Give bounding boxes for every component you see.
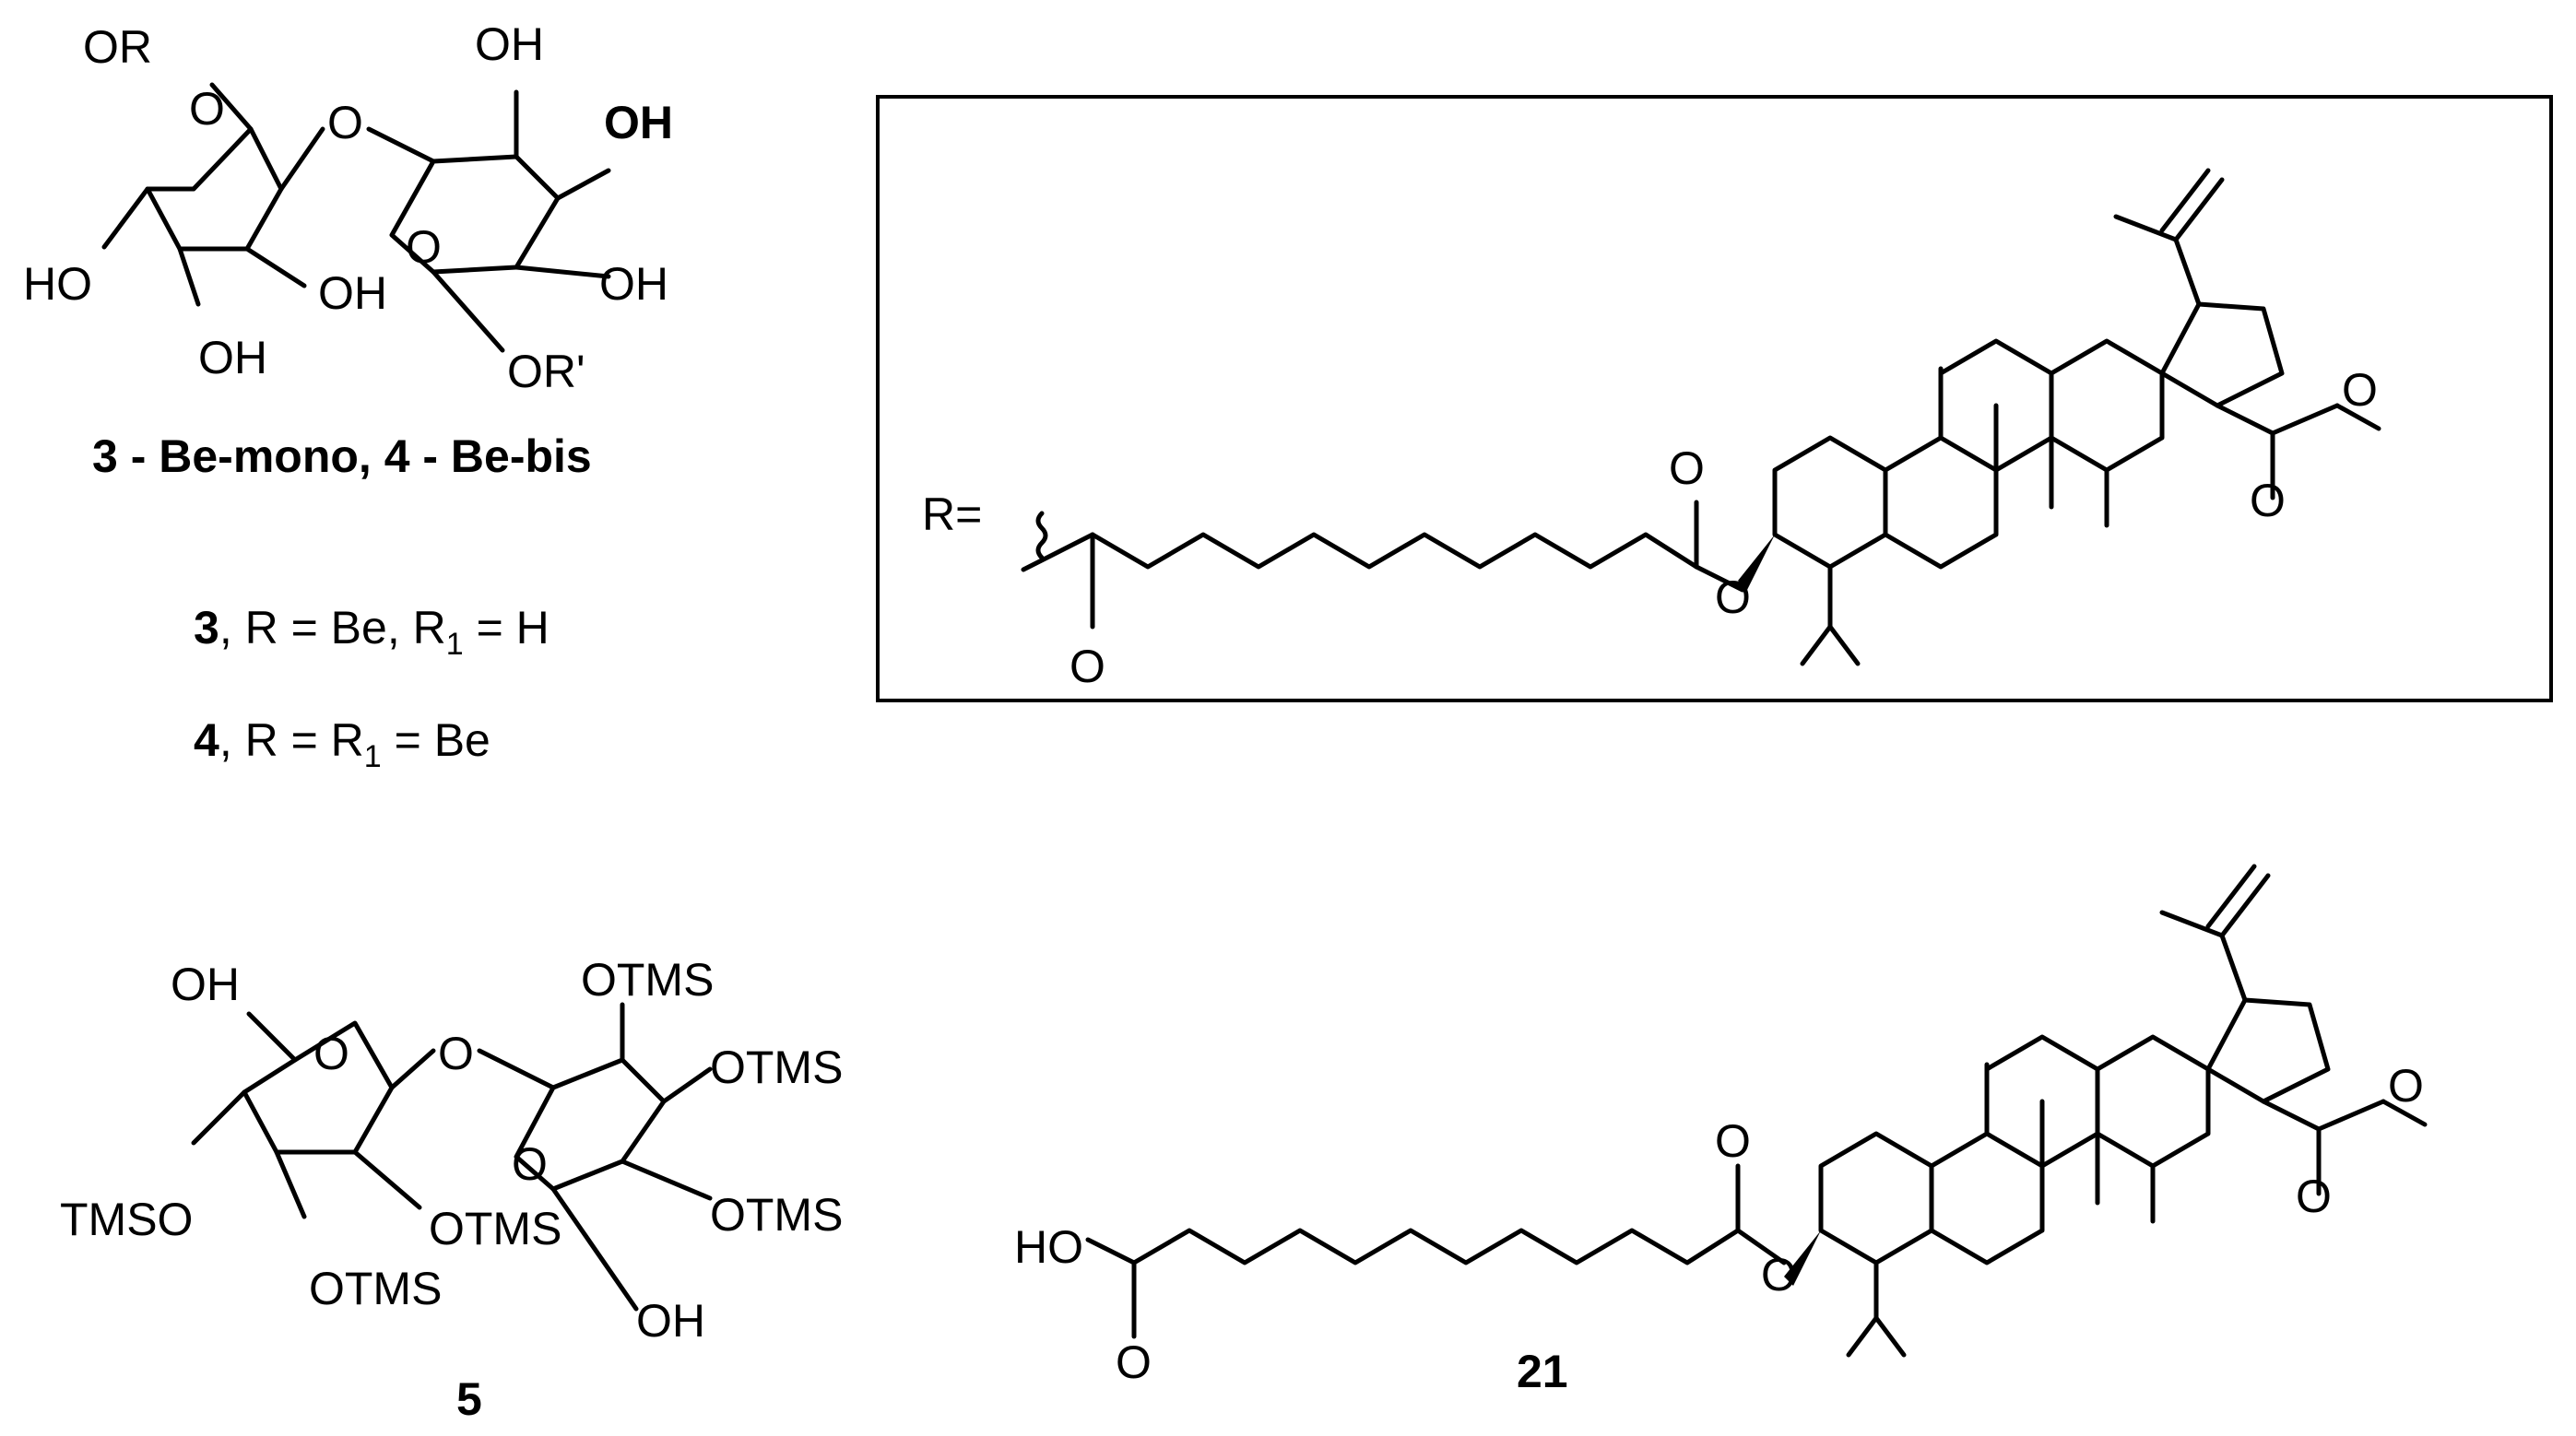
atom-label: TMSO: [60, 1194, 193, 1245]
atom-label: O: [327, 97, 363, 148]
atom-label: OTMS: [429, 1203, 561, 1254]
structure-compound-21: HO O O O O O: [1014, 864, 2428, 1388]
atom-label: O: [1069, 641, 1105, 692]
atom-label: OH: [599, 258, 668, 310]
atom-label: OTMS: [309, 1263, 442, 1314]
atom-label: OTMS: [710, 1042, 843, 1093]
compound-21-caption: 21: [1517, 1346, 1568, 1397]
atom-label: OTMS: [581, 954, 714, 1006]
definition-line-4: 4, R = R1 = Be: [194, 714, 490, 774]
atom-label: OH: [318, 267, 387, 319]
structure-disaccharide-3-4: OR O O OH OH O OH HO OH OH OR': [23, 18, 673, 397]
compound-5-caption: 5: [456, 1373, 482, 1425]
atom-label: OH: [475, 18, 544, 70]
atom-label: OH: [198, 332, 267, 383]
structure-r-group-betulinate: O O O O O: [1021, 168, 2381, 692]
atom-label: O: [1761, 1249, 1797, 1301]
atom-label: O: [1669, 442, 1705, 494]
r-group-prefix: R=: [922, 488, 982, 540]
atom-label: OH: [171, 959, 240, 1010]
atom-label: O: [2250, 475, 2286, 526]
atom-label: HO: [1014, 1221, 1083, 1273]
r-group-frame: [876, 95, 2553, 702]
atom-label: HO: [23, 258, 92, 310]
atom-label: O: [1715, 571, 1751, 623]
structure-compound-5: OH O O OTMS OTMS O TMSO OTMS OTMS OTMS O…: [60, 954, 843, 1347]
atom-label: O: [2296, 1171, 2332, 1222]
atom-label: O: [2388, 1060, 2424, 1112]
atom-label: O: [1116, 1336, 1152, 1388]
atom-label: OR': [507, 346, 585, 397]
atom-label: O: [313, 1028, 349, 1079]
atom-label: OH: [604, 97, 673, 148]
atom-label: OR: [83, 21, 152, 73]
atom-label: OTMS: [710, 1189, 843, 1241]
atom-label: O: [2342, 364, 2378, 416]
atom-label: O: [1715, 1115, 1751, 1167]
atom-label: O: [189, 83, 225, 135]
atom-label: O: [438, 1028, 474, 1079]
atom-label: O: [512, 1138, 548, 1190]
compound-3-4-caption: 3 - Be-mono, 4 - Be-bis: [92, 430, 592, 482]
definition-line-3: 3, R = Be, R1 = H: [194, 602, 549, 662]
atom-label: O: [406, 221, 442, 273]
atom-label: OH: [636, 1295, 705, 1347]
